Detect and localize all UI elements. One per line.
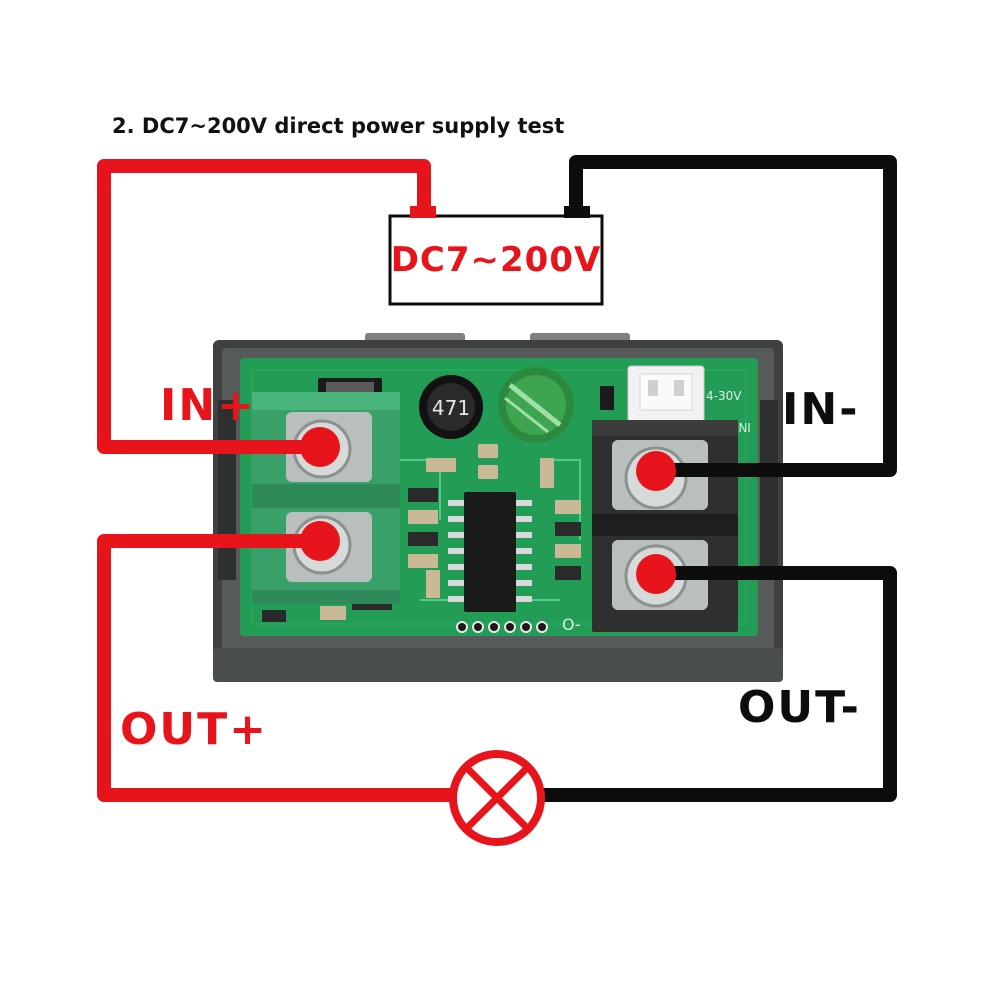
power-supply <box>388 206 604 306</box>
main-ic <box>448 492 532 612</box>
out-minus-label: OUT- <box>738 682 861 733</box>
wire-in-minus <box>569 155 897 477</box>
bottom-marking: O- <box>562 615 581 634</box>
capacitor <box>498 367 574 443</box>
connector-marking: 4-30V <box>706 389 742 403</box>
supply-negative-post <box>564 206 590 218</box>
smd-components <box>262 444 581 622</box>
in-minus-label: IN- <box>782 384 860 435</box>
jst-connector: 4-30V -NI <box>600 365 751 435</box>
header-pads <box>456 621 548 633</box>
wire-out-plus <box>97 534 459 802</box>
out-plus-label: OUT+ <box>120 704 269 755</box>
side-marking: -NI <box>734 421 751 435</box>
lamp-icon <box>449 750 545 846</box>
inductor-marking: 471 <box>432 396 470 420</box>
diagram-title: 2. DC7~200V direct power supply test <box>112 114 565 138</box>
out-minus-dot <box>636 554 676 594</box>
supply-positive-post <box>410 206 436 218</box>
connection-points <box>300 427 676 594</box>
in-plus-label: IN+ <box>160 380 257 431</box>
wire-in-plus <box>97 159 431 454</box>
in-plus-dot <box>300 427 340 467</box>
supply-voltage-label: DC7~200V <box>390 240 602 280</box>
wire-out-minus <box>533 566 897 802</box>
output-terminal-block <box>592 420 738 632</box>
input-terminal-block <box>252 392 400 604</box>
in-minus-dot <box>636 451 676 491</box>
positive-wires <box>97 159 459 802</box>
inductor: 471 <box>419 375 483 439</box>
out-plus-dot <box>300 521 340 561</box>
negative-wires <box>533 155 897 802</box>
